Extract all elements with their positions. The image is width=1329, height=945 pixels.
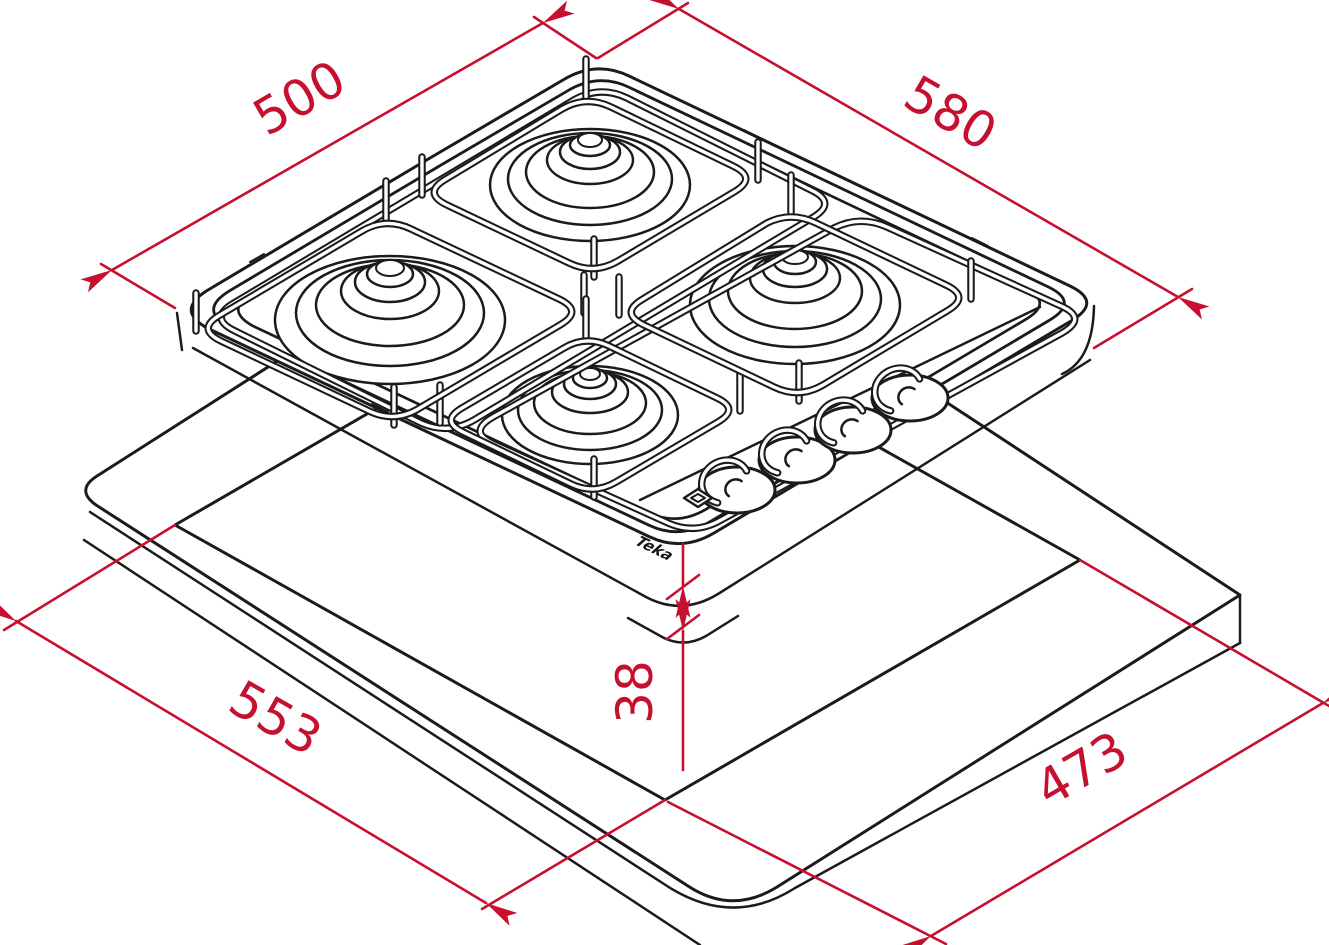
dimension-label-580: 580 — [895, 64, 1007, 162]
igniter-button — [682, 487, 714, 509]
knob-4 — [870, 364, 950, 423]
hob-left-corner-edge — [175, 311, 184, 352]
control-knobs — [682, 364, 950, 515]
dimension-label-500: 500 — [244, 49, 356, 147]
knob-3 — [813, 396, 893, 455]
dimension-label-473: 473 — [1026, 720, 1138, 818]
burner-right — [688, 244, 902, 366]
countertop-edge-bullnose — [88, 510, 1242, 909]
burner-back — [488, 127, 692, 243]
knob-2 — [757, 426, 837, 485]
igniter-button-inner — [690, 493, 706, 503]
pan-support-fingers-front — [449, 339, 731, 491]
hob-front-foot — [626, 614, 740, 644]
dimension-built-in-height: 38 — [606, 542, 701, 772]
burner-front — [500, 364, 680, 466]
dimension-label-38: 38 — [606, 660, 664, 724]
